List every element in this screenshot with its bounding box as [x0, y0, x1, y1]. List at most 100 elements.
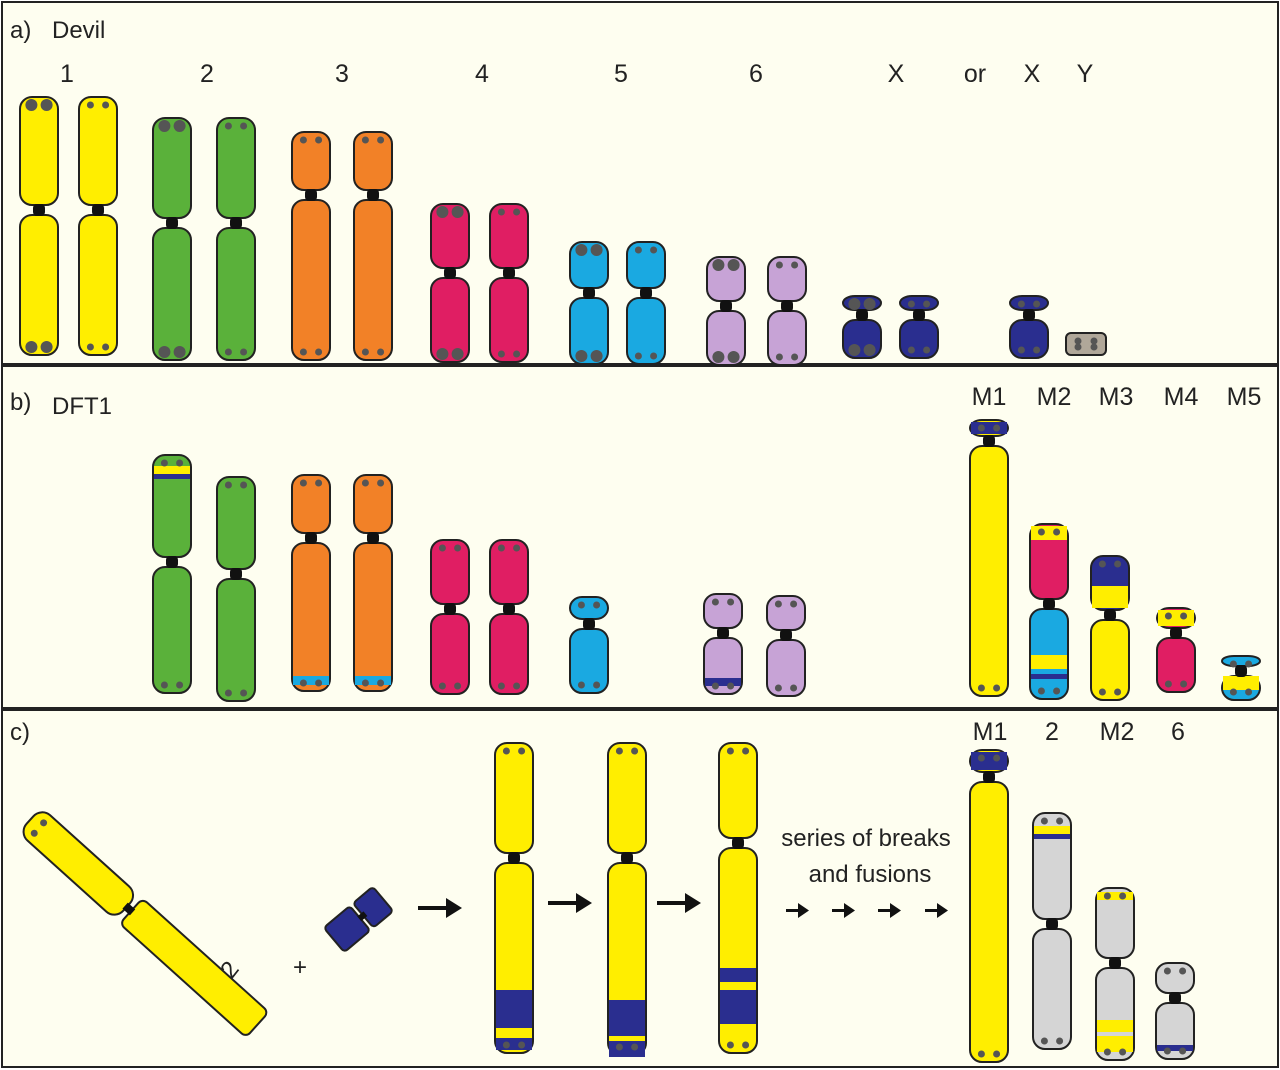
evo-step2-telomere-dot: [615, 1043, 623, 1051]
evo-step3-arm-p: [718, 742, 758, 839]
chr-1b-telomere-dot: [86, 343, 94, 351]
chr-1a-centromere: [33, 204, 45, 216]
chr-xb-telomere-dot: [923, 300, 931, 308]
evo-m2: [1095, 887, 1135, 1061]
dft-m1-band: [971, 422, 1007, 434]
chr-1b-arm-p: [78, 96, 118, 206]
chr-5a: [569, 241, 609, 365]
chr-1a-telomere-dot: [40, 341, 53, 353]
dft-2a-arm-q: [152, 566, 192, 694]
chr-4b: [489, 203, 529, 363]
chr-5a-telomere-dot: [590, 244, 603, 256]
dft-2b-arm-p: [216, 476, 256, 570]
dft-6b-telomere-dot: [774, 684, 782, 692]
chr-4a-telomere-dot: [436, 206, 449, 218]
evo-step2-band: [609, 1000, 645, 1036]
chr-y-telomere-dot: [1090, 343, 1098, 351]
dft-3b-telomere-dot: [361, 679, 369, 687]
chr-4a-telomere-dot: [451, 206, 464, 218]
dft-6b-arm-q: [766, 639, 806, 697]
evo-step2-telomere-dot: [615, 747, 623, 755]
dft-6a-centromere: [717, 627, 729, 639]
chr-2b-centromere: [230, 217, 242, 229]
dft-3a-telomere-dot: [315, 479, 323, 487]
dft-m2-telomere-dot: [1053, 687, 1061, 695]
chr-3a-telomere-dot: [299, 136, 307, 144]
header-c-2: 2: [1045, 718, 1059, 746]
chr-3b-telomere-dot: [377, 348, 385, 356]
chr-xb-arm-q: [899, 319, 939, 359]
dft-6b-arm-p: [766, 595, 806, 631]
chr-6a-telomere-dot: [712, 351, 725, 363]
chr-3a-arm-p: [291, 131, 331, 191]
chr-4b-arm-q: [489, 277, 529, 363]
chromosome-layer: [19, 96, 1261, 1063]
evo-m1-telomere-dot: [977, 754, 985, 762]
evo-step2-telomere-dot: [631, 1043, 639, 1051]
dft-3a-centromere: [305, 532, 317, 544]
dft-m2-telomere-dot: [1037, 687, 1045, 695]
chr-xa-arm-q: [842, 319, 882, 359]
header-b-m5: M5: [1227, 383, 1262, 411]
dft-5-centromere: [583, 618, 595, 630]
dft-m3-telomere-dot: [1114, 560, 1122, 568]
evo-2-centromere: [1046, 918, 1058, 930]
dft-4a-telomere-dot: [438, 682, 446, 690]
evo-m2-telomere-dot: [1119, 1048, 1127, 1056]
evo-2-telomere-dot: [1040, 1037, 1048, 1045]
dft-m1: [969, 419, 1009, 697]
chr-xa: [842, 295, 882, 359]
dft-3a-telomere-dot: [299, 679, 307, 687]
chr-x2-centromere: [1023, 309, 1035, 321]
chr-3b-centromere: [367, 189, 379, 201]
chr-2b-telomere-dot: [240, 122, 248, 130]
chr-4b-telomere-dot: [513, 208, 521, 216]
dft-2b: [216, 476, 256, 702]
chr-5b-centromere: [640, 287, 652, 299]
dft-6b-telomere-dot: [774, 600, 782, 608]
chr-2a-telomere-dot: [173, 346, 186, 358]
header-a-3: 3: [335, 60, 349, 88]
chr-x2-arm-q: [1009, 319, 1049, 359]
dft-2a-band: [154, 474, 190, 479]
chr-y-telomere-dot: [1074, 337, 1082, 345]
panel-b-title: DFT1: [52, 393, 112, 420]
chr-5a-telomere-dot: [575, 244, 588, 256]
dft-m5-telomere-dot: [1229, 660, 1237, 668]
dft-m1-arm-q: [969, 445, 1009, 697]
evo-step2: [607, 742, 647, 1057]
chr-1a-telomere-dot: [25, 99, 38, 111]
dft-6a-telomere-dot: [727, 598, 735, 606]
evo-step3-centromere: [732, 837, 744, 849]
chr-2b-arm-q: [216, 227, 256, 361]
chr-4a-telomere-dot: [436, 348, 449, 360]
chr-xa-telomere-dot: [848, 298, 861, 310]
dft-m4-arm-q: [1156, 637, 1196, 693]
panel-b-frame: [1, 365, 1279, 709]
nf2-chromosome-tilted: [22, 811, 268, 1036]
evo-m1-telomere-dot: [993, 754, 1001, 762]
chr-4b-arm-p: [489, 203, 529, 269]
dft-2a-telomere-dot: [176, 681, 184, 689]
chr-y-telomere-dot: [1074, 343, 1082, 351]
chr-4b-telomere-dot: [497, 208, 505, 216]
evo-step1-telomere-dot: [502, 747, 510, 755]
chr-5a-telomere-dot: [590, 350, 603, 362]
dft-4a-arm-p: [430, 539, 470, 605]
evo-step3-telomere-dot: [726, 747, 734, 755]
chr-6b-telomere-dot: [775, 261, 783, 269]
dft-2a-centromere: [166, 556, 178, 568]
dft-4a-arm-q: [430, 613, 470, 695]
chr-1a-arm-p: [19, 96, 59, 206]
dft-2b-telomere-dot: [224, 689, 232, 697]
chr-4a-centromere: [444, 267, 456, 279]
evo-m2-telomere-dot: [1103, 1048, 1111, 1056]
header-a-5: 5: [614, 60, 628, 88]
dft-4a-centromere: [444, 603, 456, 615]
chr-5b: [626, 241, 666, 365]
chr-2a-arm-q: [152, 227, 192, 361]
chr-3a-arm-q: [291, 199, 331, 361]
small-arrow-icon: [832, 903, 855, 918]
evo-step2-centromere: [621, 852, 633, 864]
